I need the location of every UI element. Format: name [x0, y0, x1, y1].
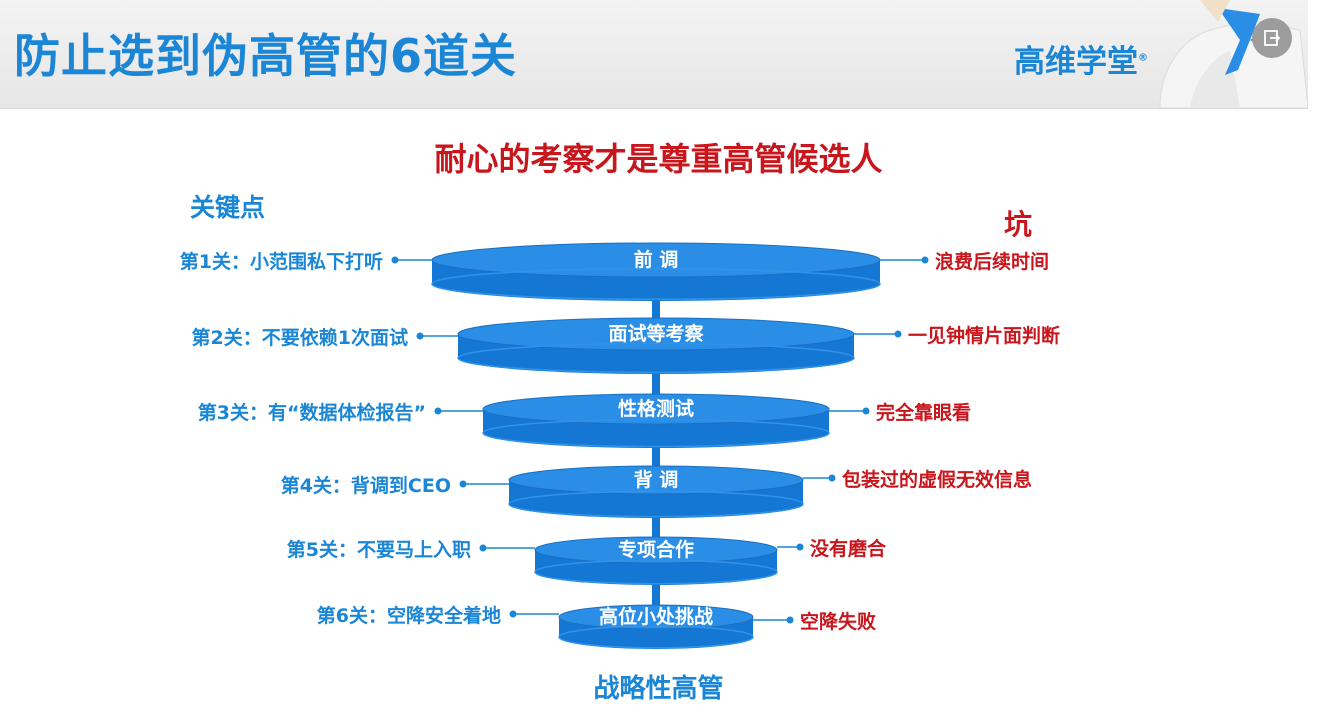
- funnel-stage-name: 背 调: [634, 468, 679, 491]
- key-points-heading: 关键点: [190, 193, 266, 222]
- page-title: 防止选到伪高管的6道关: [14, 29, 518, 83]
- funnel-disc-top: [508, 465, 804, 495]
- funnel-result-label: 战略性高管: [593, 674, 724, 704]
- key-point-label: 第5关：不要马上入职: [286, 539, 471, 561]
- exit-icon: [1264, 30, 1281, 46]
- funnel-stage-name: 高位小处挑战: [599, 605, 713, 628]
- key-point-label: 第3关：有“数据体检报告”: [197, 402, 426, 424]
- funnel-stage-name: 性格测试: [618, 397, 694, 420]
- brand-logo: 高维学堂®: [1014, 36, 1148, 81]
- funnel-disc-top: [534, 536, 778, 564]
- funnel-disc-rim: [558, 625, 754, 649]
- funnel-disc-rim: [508, 490, 804, 518]
- funnel-disc-top: [558, 604, 754, 630]
- exit-fullscreen-button[interactable]: [1252, 18, 1292, 58]
- pitfall-label: 包装过的虚假无效信息: [842, 469, 1033, 491]
- funnel-connector: [652, 433, 660, 472]
- pitfall-dot: [828, 474, 836, 482]
- key-point-label: 第4关：背调到CEO: [280, 475, 451, 497]
- brand-name: 高维学堂: [1014, 44, 1138, 80]
- key-point-dot: [434, 407, 442, 415]
- funnel-stage-4: 背 调: [508, 465, 804, 518]
- key-point-label: 第1关：小范围私下打听: [179, 251, 383, 273]
- pitfall-dot: [921, 256, 929, 264]
- pitfalls-heading: 坑: [1004, 208, 1033, 241]
- funnel-connector: [652, 358, 660, 400]
- pitfall-label: 完全靠眼看: [876, 402, 972, 424]
- key-point-dot: [459, 480, 467, 488]
- funnel-stage-name: 专项合作: [618, 538, 694, 561]
- key-point-dot: [391, 256, 399, 264]
- subtitle: 耐心的考察才是尊重高管候选人: [434, 140, 883, 178]
- funnel-stage-name: 前 调: [634, 248, 679, 271]
- funnel-disc-rim: [534, 559, 778, 585]
- key-point-label: 第2关：不要依赖1次面试: [191, 327, 408, 349]
- funnel-stage-6: 高位小处挑战: [558, 604, 754, 649]
- pitfall-dot: [862, 407, 870, 415]
- pitfall-label: 没有磨合: [810, 538, 887, 560]
- pitfall-label: 空降失败: [800, 611, 877, 633]
- funnel-stage-5: 专项合作: [534, 536, 778, 585]
- key-point-dot: [416, 332, 424, 340]
- funnel-disc-top: [482, 393, 830, 425]
- pitfall-dot: [796, 543, 804, 551]
- pitfall-label: 一见钟情片面判断: [908, 325, 1061, 347]
- header-bar: 防止选到伪高管的6道关 高维学堂®: [0, 0, 1308, 109]
- key-point-dot: [509, 610, 517, 618]
- funnel-stage-name: 面试等考察: [608, 322, 704, 345]
- funnel-stage-1: 前 调: [431, 242, 881, 301]
- brand-mark: ®: [1138, 52, 1148, 64]
- funnel-connector: [652, 572, 660, 611]
- funnel-disc-rim: [457, 342, 855, 374]
- funnel-disc-rim: [482, 418, 830, 448]
- funnel-disc-rim: [431, 267, 881, 301]
- funnel-stage-2: 面试等考察: [457, 317, 855, 374]
- key-point-label: 第6关：空降安全着地: [316, 605, 501, 627]
- funnel-connector: [652, 504, 660, 543]
- key-point-dot: [479, 544, 487, 552]
- pitfall-label: 浪费后续时间: [935, 251, 1050, 273]
- mascot-illustration: [1159, 0, 1308, 108]
- funnel-stage-3: 性格测试: [482, 393, 830, 448]
- pitfall-dot: [786, 616, 794, 624]
- pitfall-dot: [894, 330, 902, 338]
- funnel-connector: [652, 284, 660, 324]
